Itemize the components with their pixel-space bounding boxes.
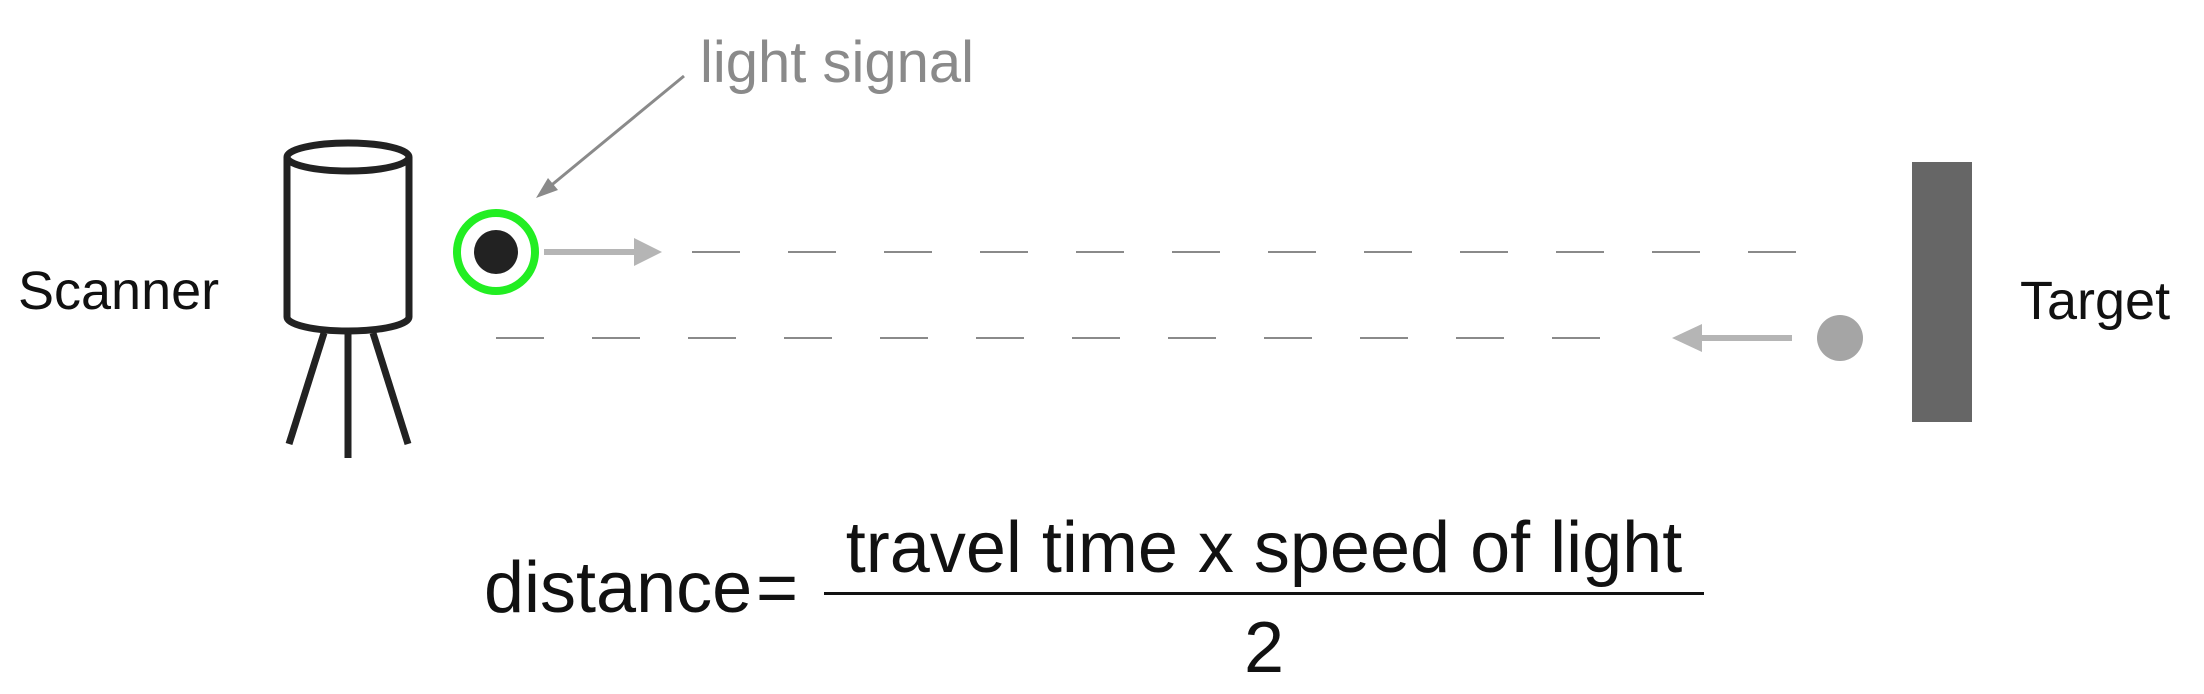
fraction-bar <box>824 592 1704 595</box>
formula-denominator: 2 <box>1243 608 1285 688</box>
scanner-label: Scanner <box>18 261 220 321</box>
target-icon <box>1912 162 1972 422</box>
formula-fraction: travel time x speed of light 2 <box>824 508 1704 684</box>
light-signal-label: light signal <box>700 30 975 95</box>
signal-pointer-arrow <box>536 74 685 198</box>
return-arrow <box>1672 324 1792 352</box>
return-signal-dot <box>1817 315 1863 361</box>
scanner-icon <box>283 139 413 458</box>
formula-equals-sign: = <box>756 548 799 628</box>
formula-lhs: distance <box>484 548 753 628</box>
outgoing-arrow <box>544 238 662 266</box>
light-signal-icon <box>453 209 539 295</box>
formula-numerator: travel time x speed of light <box>845 508 1683 588</box>
target-label: Target <box>2020 271 2171 331</box>
